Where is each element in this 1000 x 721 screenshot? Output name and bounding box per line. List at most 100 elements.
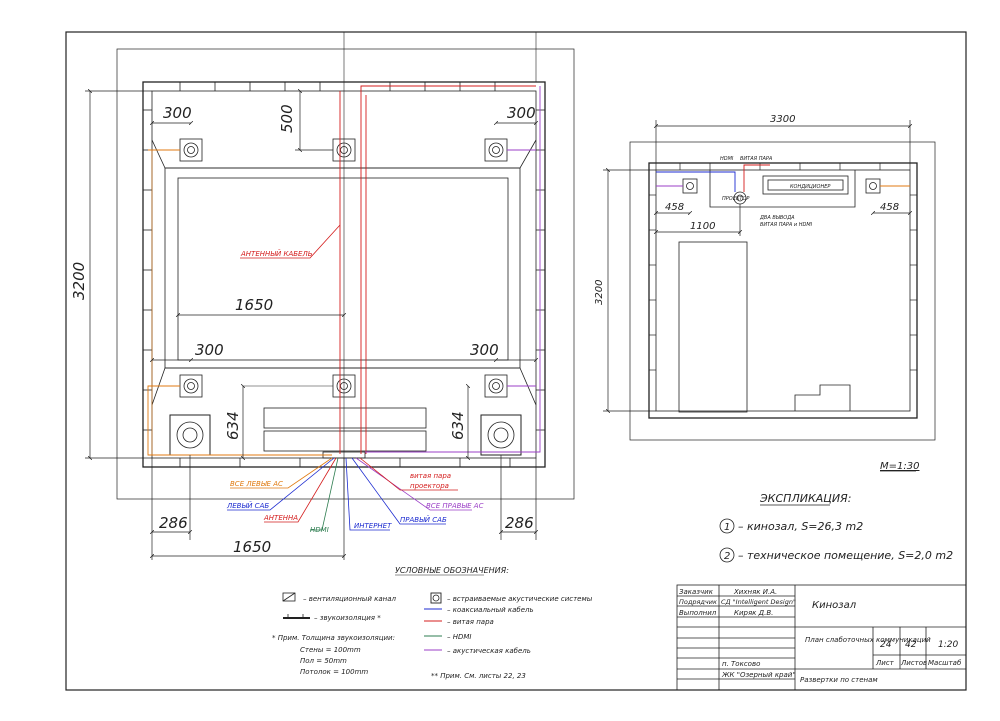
dim-low-left: 300 (195, 341, 224, 359)
label-all-left: ВСЕ ЛЕВЫЕ АС (230, 480, 283, 488)
explication: ЭКСПЛИКАЦИЯ: 1 – кинозал, S=26,3 m2 2 – … (719, 492, 953, 563)
label-antenna: АНТЕННА (263, 514, 298, 522)
floor-outline (151, 367, 537, 406)
legend-speaker-icon (430, 592, 442, 604)
label-right-sub: ПРАВЫЙ САБ (400, 515, 447, 524)
dim-inner-width: 1650 (235, 296, 273, 314)
legend-acoustic: – акустическая кабель (447, 647, 531, 655)
media-cabinet-upper (263, 407, 427, 429)
tb-sheets-total: 42 (905, 640, 917, 650)
tb-project: Кинозал (812, 600, 857, 611)
tb-r3-label: Выполнил (679, 609, 717, 617)
tb-r3-value: Киряк Д.В. (734, 609, 773, 617)
title-block-text: Заказчик Хихняк И.А. Подрядчик СД "Intel… (679, 588, 962, 684)
right-speaker-left (682, 178, 698, 194)
label-hdmi: HDMI (310, 526, 329, 534)
dim-top-mid: 500 (278, 104, 296, 133)
dim-top-left: 300 (163, 104, 192, 122)
scale-label: М=1:30 (880, 461, 919, 472)
speaker-top-left (179, 138, 203, 162)
sheet-frame (65, 31, 967, 691)
dim-right-width: 3300 (770, 114, 795, 125)
right-speaker-right (865, 178, 881, 194)
right-cable-runs (656, 164, 910, 192)
tb-r1-value: Хихняк И.А. (733, 588, 777, 596)
legend-note-1: Стены = 100mm (300, 646, 361, 654)
legend-coax: – коаксиальный кабель (447, 606, 534, 614)
tech-room-outline (709, 170, 856, 208)
left-outer-boundary (116, 48, 575, 500)
tb-section: Развертки по стенам (800, 676, 878, 684)
label-left-sub: ЛЕВЫЙ САБ (226, 501, 269, 510)
legend-vent: – вентиляционный канал (303, 595, 396, 603)
left-plan (116, 32, 575, 500)
title-block (676, 584, 967, 691)
speaker-top-right (484, 138, 508, 162)
screen-frame-outer (164, 167, 521, 369)
legend-note-title: * Прим. Толщина звукоизоляции: (272, 634, 395, 642)
explication-1-num: 1 (724, 522, 730, 533)
wall-studs (143, 82, 545, 467)
right-room-wall-inner (655, 169, 911, 412)
tb-h-sheet: Лист (875, 659, 895, 667)
media-cabinet-lower (263, 430, 427, 452)
legend-hdmi: – HDMI (447, 633, 471, 641)
tb-h-sheets: Листов (900, 659, 927, 667)
label-projector-2: проектора (410, 482, 449, 490)
tb-sheet-title: План слаботочных коммуникаций (805, 636, 931, 644)
legend-twisted: – витая пара (447, 618, 494, 626)
legend: УСЛОВНЫЕ ОБОЗНАЧЕНИЯ: – вентиляционный к… (272, 566, 593, 680)
tb-r1-label: Заказчик (679, 588, 714, 596)
tb-h-scale: Масштаб (928, 659, 962, 667)
dim-right-height: 3200 (594, 280, 605, 305)
legend-note-3: Потолок = 100mm (300, 668, 368, 676)
right-label-projector: ПРОЕКТОР (722, 196, 749, 202)
right-furniture-large (678, 241, 748, 413)
right-stairs (794, 384, 851, 411)
right-plan (629, 141, 936, 441)
explication-2-text: – техническое помещение, S=2,0 m2 (738, 549, 953, 562)
legend-title: УСЛОВНЫЕ ОБОЗНАЧЕНИЯ: (395, 566, 509, 575)
label-projector-1: витая пара (410, 472, 451, 480)
dim-height: 3200 (70, 262, 88, 300)
dim-sub-right-w: 286 (505, 514, 534, 532)
right-outer-boundary (629, 141, 936, 441)
subwoofer-right (480, 414, 522, 456)
acoustic-right-run (365, 86, 541, 453)
right-plan-text: 3300 3200 458 458 1100 HDMI ВИТАЯ ПАРА П… (594, 114, 899, 305)
right-label-two-outputs-2: ВИТАЯ ПАРА и HDMI (760, 222, 813, 228)
left-plan-text: 300 500 300 3200 1650 300 300 634 634 28… (70, 104, 536, 556)
subwoofer-left (169, 414, 211, 456)
speaker-low-right (484, 374, 508, 398)
twisted-pair-projector-run (360, 85, 536, 454)
legend-note2: ** Прим. См. листы 22, 23 (431, 672, 526, 680)
tb-complex: ЖК "Озерный край" (721, 671, 796, 679)
tb-place: п. Токсово (722, 660, 760, 668)
tb-sheet-num: 24 (880, 640, 892, 650)
dim-sub-left-w: 286 (159, 514, 188, 532)
leader-lines (227, 224, 472, 531)
explication-2-num: 2 (724, 551, 730, 562)
label-internet: ИНТЕРНЕТ (354, 522, 392, 530)
explication-1-text: – кинозал, S=26,3 m2 (738, 520, 863, 533)
right-label-twisted: ВИТАЯ ПАРА (740, 156, 773, 162)
legend-vent-icon (282, 592, 296, 602)
left-dimensions (85, 91, 536, 560)
dim-sub-left-h: 634 (224, 411, 242, 440)
screen-frame-inner (177, 177, 509, 361)
speaker-low-left (179, 374, 203, 398)
label-all-right: ВСЕ ПРАВЫЕ АС (426, 502, 484, 510)
dim-low-right: 300 (470, 341, 499, 359)
air-conditioner (762, 175, 849, 195)
legend-soundproof: – звукоизоляция * (314, 614, 381, 622)
dim-right-458-left: 458 (665, 202, 684, 213)
legend-speakers: – встраиваемые акустические системы (447, 595, 593, 603)
dim-right-458-right: 458 (880, 202, 899, 213)
right-label-two-outputs-1: ДВА ВЫВОДА (759, 215, 795, 221)
dim-right-1100: 1100 (690, 221, 715, 232)
right-room-wall-outer (648, 162, 918, 419)
tb-scale: 1:20 (938, 640, 958, 650)
right-label-ac: КОНДИЦИОНЕР (790, 184, 830, 190)
cable-runs (147, 85, 541, 456)
